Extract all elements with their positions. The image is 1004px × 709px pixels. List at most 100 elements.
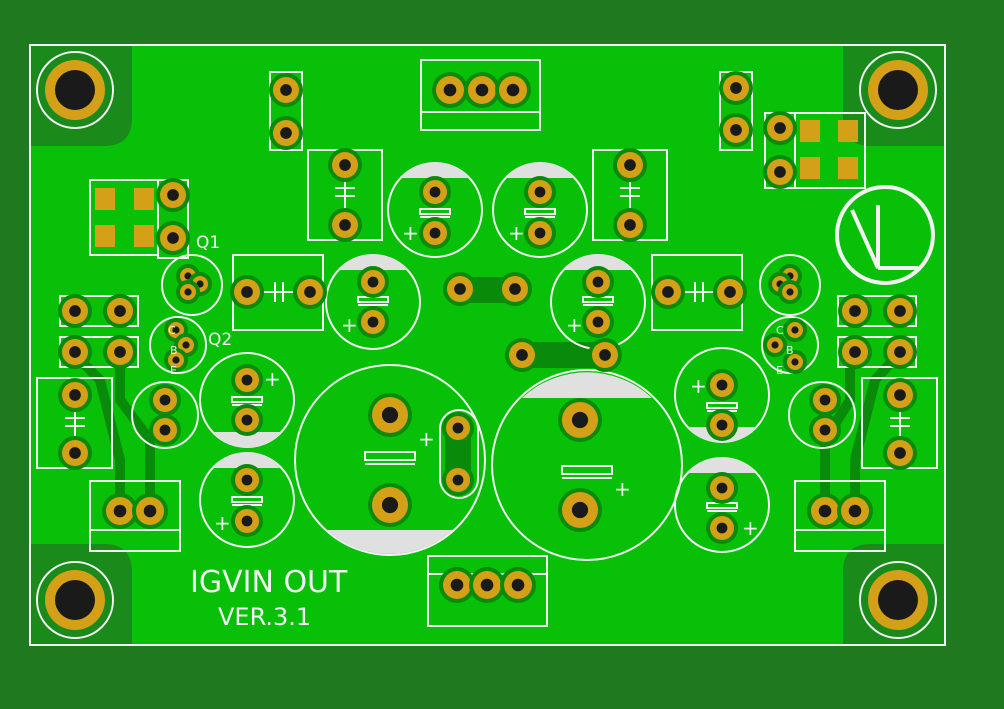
through-hole-pad [713, 275, 747, 309]
through-hole-pad [763, 111, 797, 145]
through-hole-pad [588, 338, 622, 372]
through-hole-pad [432, 72, 468, 108]
through-hole-pad [357, 306, 389, 338]
through-hole-pad [442, 412, 474, 444]
through-hole-pad [883, 436, 917, 470]
connector-top-outline [420, 59, 541, 131]
svg-text:+: + [418, 427, 435, 451]
mounting-hole-top-left [36, 51, 114, 129]
through-hole-pad [706, 409, 738, 441]
label-q2: Q2 [208, 330, 232, 350]
connector-right-outline [794, 480, 886, 552]
svg-text:E: E [170, 364, 177, 377]
through-hole-pad [719, 71, 753, 105]
through-hole-pad [231, 364, 263, 396]
through-hole-pad [58, 378, 92, 412]
through-hole-pad [103, 335, 137, 369]
svg-text:+: + [264, 367, 281, 391]
through-hole-pad [809, 384, 841, 416]
label-q1: Q1 [196, 233, 220, 253]
through-hole-pad [419, 176, 451, 208]
through-hole-pad [357, 266, 389, 298]
through-hole-pad [783, 318, 807, 342]
smd-pads [95, 120, 858, 247]
through-hole-pad [558, 398, 602, 442]
svg-text:C: C [168, 324, 176, 337]
through-hole-pad [613, 148, 647, 182]
svg-text:+: + [214, 511, 231, 535]
through-hole-pad [524, 176, 556, 208]
through-hole-pad [293, 275, 327, 309]
mounting-hole-top-right [859, 51, 937, 129]
mounting-holes [36, 51, 937, 639]
through-hole-pad [149, 414, 181, 446]
through-hole-pad [230, 275, 264, 309]
mounting-hole-bottom-right [859, 561, 937, 639]
through-hole-pad [558, 488, 602, 532]
through-hole-pad [883, 335, 917, 369]
through-hole-pad [505, 338, 539, 372]
connector-left-outline [89, 480, 181, 552]
through-hole-pad [651, 275, 685, 309]
through-hole-pad [176, 280, 200, 304]
through-hole-pad [149, 384, 181, 416]
svg-text:+: + [690, 374, 707, 398]
through-hole-pad [164, 348, 188, 372]
through-hole-pad [719, 113, 753, 147]
through-hole-pad [443, 272, 477, 306]
svg-text:B: B [170, 344, 178, 357]
through-hole-pad [706, 512, 738, 544]
through-hole-pad [328, 208, 362, 242]
svg-text:+: + [402, 221, 419, 245]
through-hole-pad [156, 221, 190, 255]
through-hole-pad [58, 294, 92, 328]
through-hole-pad [783, 350, 807, 374]
svg-text:+: + [508, 221, 525, 245]
through-hole-pad [156, 178, 190, 212]
svg-text:C: C [776, 324, 784, 337]
through-hole-pad [231, 505, 263, 537]
through-hole-pad [524, 217, 556, 249]
svg-text:+: + [614, 477, 631, 501]
through-hole-pad [883, 378, 917, 412]
through-hole-pads [58, 71, 917, 603]
through-hole-pad [368, 483, 412, 527]
board-outline [29, 44, 946, 646]
svg-text:+: + [742, 516, 759, 540]
vl-logo [835, 185, 935, 285]
through-hole-pad [778, 280, 802, 304]
through-hole-pad [419, 217, 451, 249]
through-hole-pad [763, 155, 797, 189]
through-hole-pad [807, 493, 843, 529]
through-hole-pad [102, 493, 138, 529]
through-hole-pad [809, 414, 841, 446]
through-hole-pad [464, 72, 500, 108]
through-hole-pad [613, 208, 647, 242]
through-hole-pad [706, 369, 738, 401]
svg-text:+: + [341, 313, 358, 337]
through-hole-pad [269, 116, 303, 150]
svg-text:+: + [566, 313, 583, 337]
through-hole-pad [469, 567, 505, 603]
svg-text:E: E [776, 364, 783, 377]
mounting-hole-bottom-left [36, 561, 114, 639]
polarity-marks: + + + + + + + + + + [214, 221, 759, 540]
through-hole-pad [763, 333, 787, 357]
through-hole-pad [495, 72, 531, 108]
through-hole-pad [269, 73, 303, 107]
through-hole-pad [582, 306, 614, 338]
through-hole-pad [498, 272, 532, 306]
through-hole-pad [838, 335, 872, 369]
through-hole-pad [231, 404, 263, 436]
through-hole-pad [328, 148, 362, 182]
through-hole-pad [442, 464, 474, 496]
board-version: VER.3.1 [218, 603, 311, 631]
through-hole-pad [500, 567, 536, 603]
through-hole-pad [231, 464, 263, 496]
through-hole-pad [132, 493, 168, 529]
through-hole-pad [838, 294, 872, 328]
through-hole-pad [103, 294, 137, 328]
svg-text:B: B [786, 344, 794, 357]
board-title: IGVIN OUT [190, 565, 348, 600]
